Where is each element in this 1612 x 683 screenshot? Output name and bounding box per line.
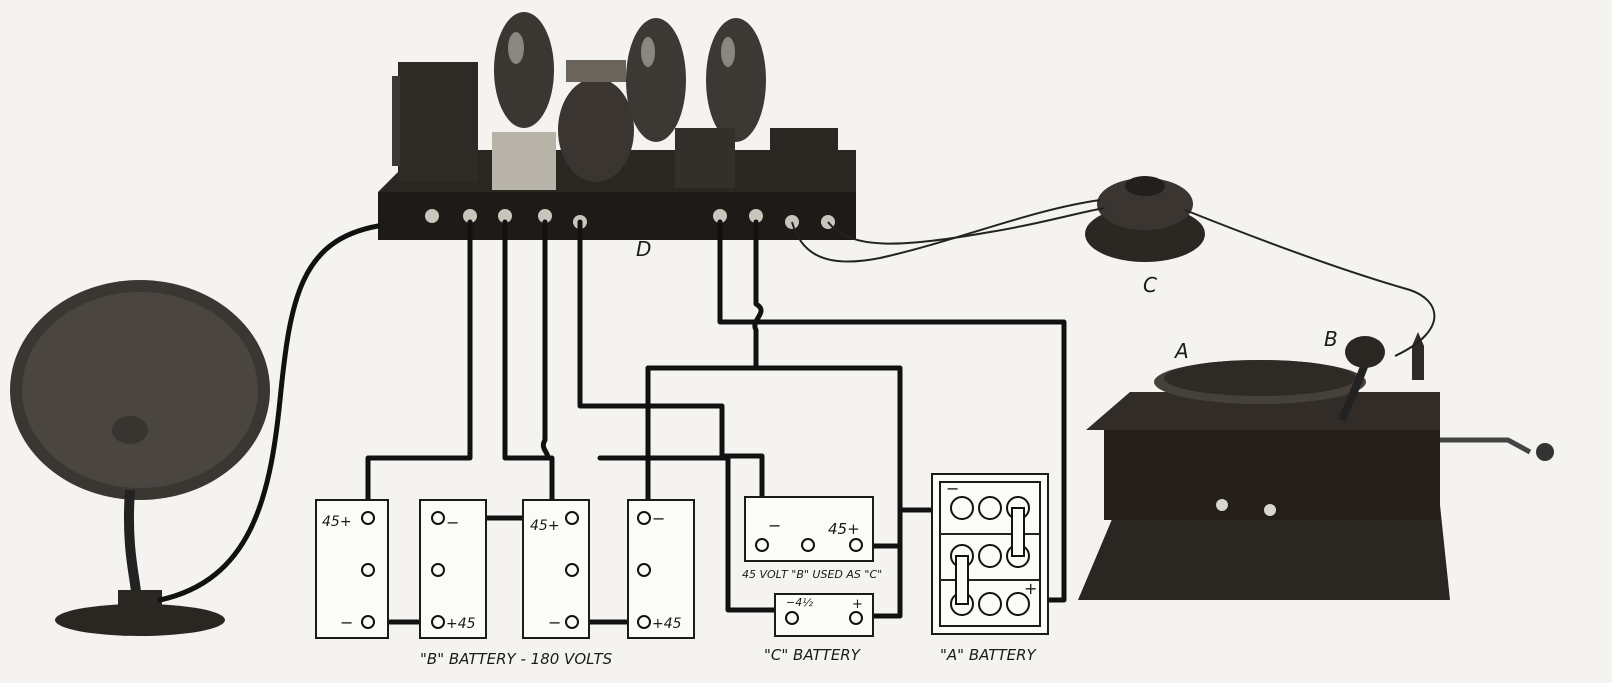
b-cell-2-bottom-label: +45 — [446, 616, 476, 632]
label-a: A — [1173, 339, 1189, 363]
a-battery: − + — [931, 473, 1049, 635]
label-d: D — [636, 237, 651, 261]
wiring — [157, 199, 1436, 625]
b-battery-bank: 45+ − − +45 45+ − − +45 — [315, 499, 695, 639]
b-battery-caption: "B" BATTERY - 180 VOLTS — [420, 650, 613, 668]
b-cell-4-top-label: − — [652, 509, 665, 528]
c-small-left-label: −4½ — [786, 596, 813, 609]
c-main-right-label: 45+ — [828, 520, 860, 538]
b-cell-3-bottom-label: − — [548, 613, 561, 632]
a-battery-caption: "A" BATTERY — [940, 646, 1038, 664]
loudspeaker — [10, 280, 270, 636]
a-pos-label: + — [1024, 579, 1037, 598]
b-cell-2-top-label: − — [446, 513, 459, 532]
c-battery-group: − 45+ −4½ + — [744, 496, 874, 637]
amplifier-unit — [378, 12, 856, 240]
phonograph — [1078, 332, 1554, 600]
b-cell-1 — [315, 499, 389, 639]
label-c: C — [1143, 273, 1157, 297]
b-cell-1-top-label: 45+ — [322, 514, 352, 530]
b-cell-4-bottom-label: +45 — [652, 616, 682, 632]
b-cell-3-top-label: 45+ — [530, 518, 560, 534]
pickup-unit-c — [1085, 176, 1205, 262]
b-cell-1-bottom-label: − — [340, 613, 353, 632]
c-small-right-label: + — [852, 597, 863, 612]
c-sub-caption: 45 VOLT "B" USED AS "C" — [742, 568, 882, 581]
b-cell-2 — [419, 499, 487, 639]
c-main-left-label: − — [768, 516, 781, 535]
label-b: B — [1324, 327, 1338, 351]
c-battery-caption: "C" BATTERY — [764, 646, 862, 664]
a-neg-label: − — [946, 479, 959, 498]
